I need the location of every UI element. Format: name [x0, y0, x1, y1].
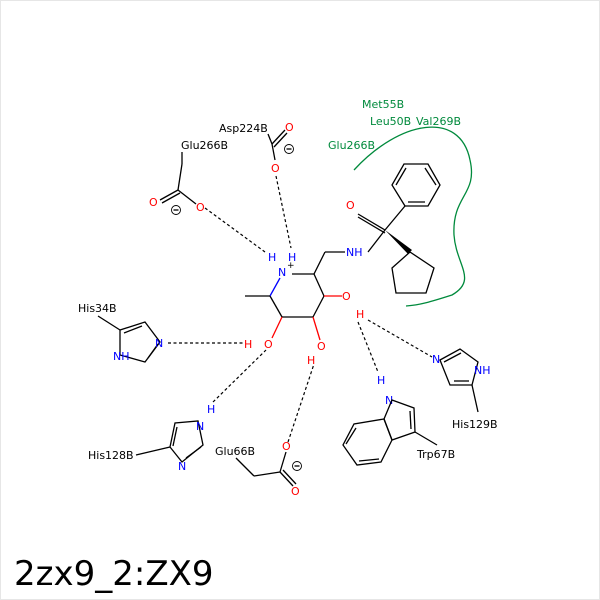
ring-n-plus: +: [287, 261, 295, 271]
his34-nh: NH: [113, 350, 130, 363]
met55-label: Met55B: [362, 98, 404, 111]
his128-residue: N H N His128B: [88, 403, 215, 473]
his128-h: H: [207, 403, 215, 416]
glu66-o1: O: [282, 440, 291, 453]
asp224-o1: O: [285, 121, 294, 134]
val269-label: Val269B: [416, 115, 461, 128]
his34-residue: N NH His34B: [78, 302, 163, 363]
ligand-core: N + H H NH O H O H O H: [244, 246, 364, 367]
oh3-o: O: [264, 338, 273, 351]
ring-n: N: [278, 266, 286, 279]
his128-n-top: N: [196, 420, 204, 433]
glu66-charge: [292, 461, 302, 471]
oh3-h: H: [244, 338, 252, 351]
trp67-label: Trp67B: [416, 448, 455, 461]
hbond-glu66-oh: [287, 363, 315, 443]
ligand-tail: O: [346, 163, 441, 294]
his34-label: His34B: [78, 302, 117, 315]
oh2-h: H: [307, 354, 315, 367]
trp67-residue: H N Trp67B: [342, 374, 455, 466]
glu266-hydrophobic-label: Glu266B: [328, 139, 375, 152]
his128-label: His128B: [88, 449, 134, 462]
his128-n-bottom: N: [178, 460, 186, 473]
glu66-o2: O: [291, 485, 300, 498]
hbond-trp67-oh: [357, 321, 379, 373]
trp67-h: H: [377, 374, 385, 387]
hbond-his129-oh: [367, 319, 433, 358]
hydrophobic-arc: [353, 126, 473, 307]
hbond-glu266-nh: [204, 207, 266, 253]
wedge-bond: [385, 230, 412, 254]
oh2-o: O: [317, 340, 326, 353]
glu66-residue: O O Glu66B: [215, 440, 302, 498]
asp224-residue: O O Asp224B: [219, 121, 294, 175]
trp67-n: N: [385, 394, 393, 407]
glu266-residue: O O Glu266B: [149, 139, 228, 215]
oh1-h: H: [356, 308, 364, 321]
ring-nh-h2: H: [288, 251, 296, 264]
asp224-o2: O: [271, 162, 280, 175]
asp224-charge: [284, 144, 294, 154]
oh1-o: O: [342, 290, 351, 303]
glu66-label: Glu66B: [215, 445, 255, 458]
glu266-o1: O: [149, 196, 158, 209]
glu266-charge: [171, 205, 181, 215]
hydrogen-bonds: [168, 175, 433, 443]
phenyl-ring: [391, 163, 441, 207]
diagram-title: 2zx9_2:ZX9: [14, 554, 214, 594]
his34-n: N: [155, 337, 163, 350]
his129-nh: NH: [474, 364, 491, 377]
amide-o: O: [346, 199, 355, 212]
cyclopentyl-ring: [391, 251, 435, 294]
his129-residue: N NH His129B: [432, 348, 498, 431]
his129-label: His129B: [452, 418, 498, 431]
asp224-label: Asp224B: [219, 122, 268, 135]
glu266-label: Glu266B: [181, 139, 228, 152]
hbond-his128-oh: [212, 349, 267, 403]
ring-nh-h1: H: [268, 251, 276, 264]
glu266-o2: O: [196, 201, 205, 214]
leu50-label: Leu50B: [370, 115, 411, 128]
amide-nh: NH: [346, 246, 363, 259]
hbond-asp224-nh: [275, 175, 292, 249]
his129-n: N: [432, 353, 440, 366]
